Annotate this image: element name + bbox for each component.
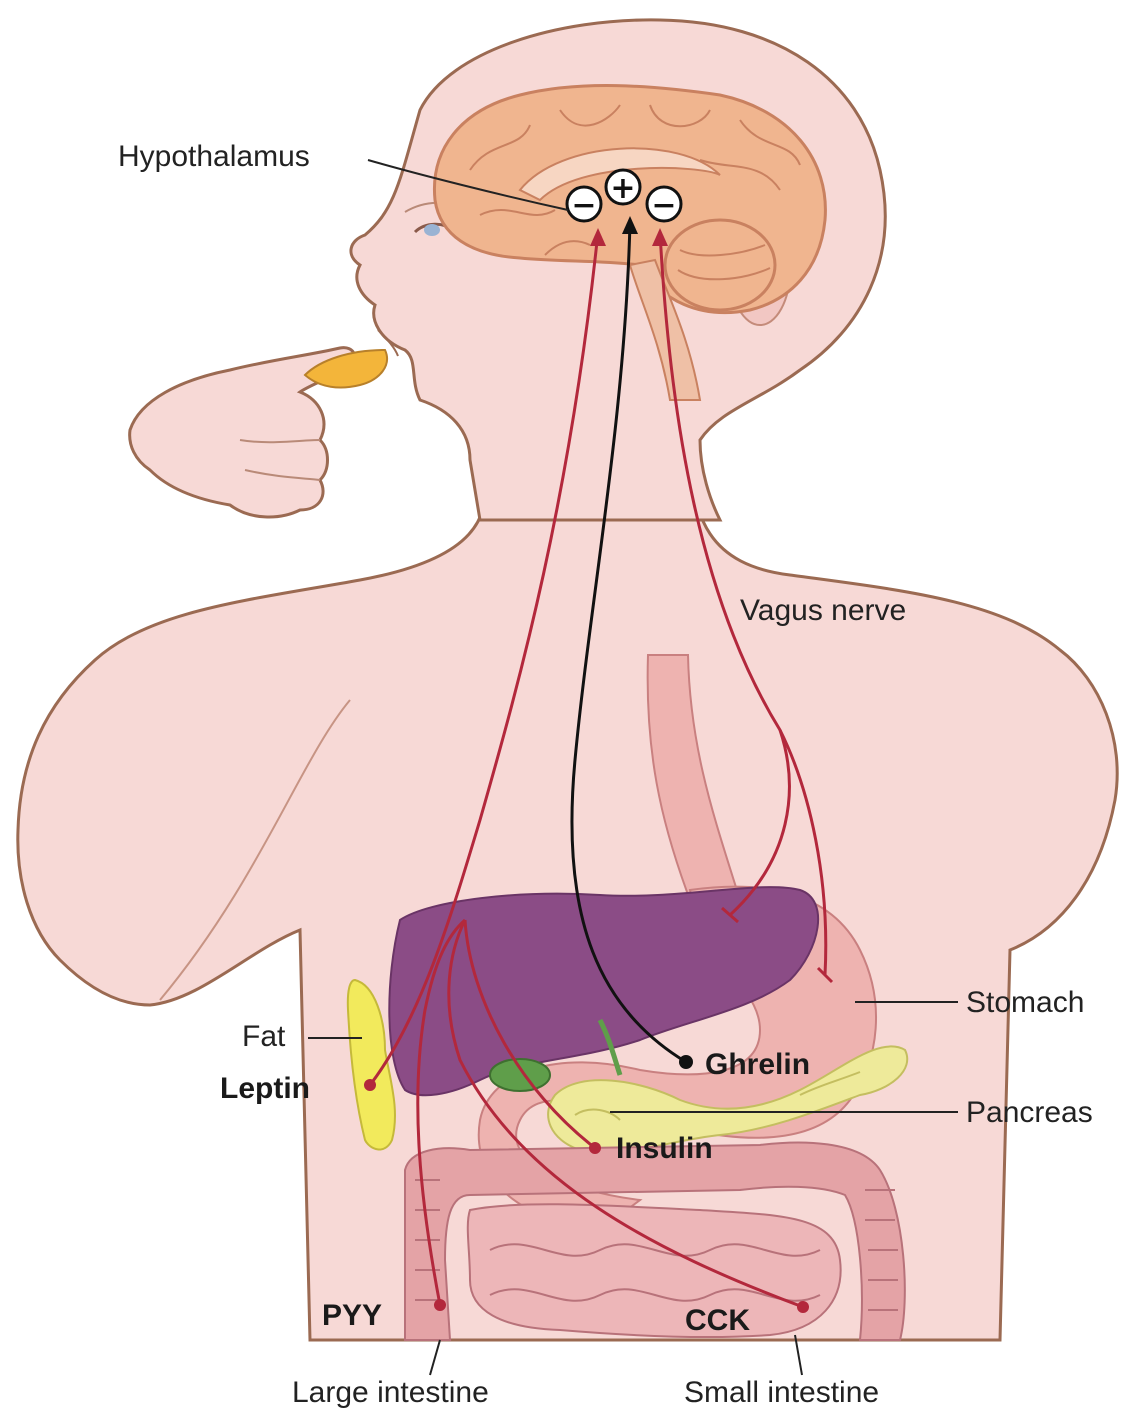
vagus-branch (728, 729, 791, 917)
large-intestine-label: Large intestine (292, 1376, 489, 1408)
ghrelin-arrowhead (622, 216, 638, 234)
leader-lines (308, 159, 958, 1376)
brainstem (628, 258, 702, 401)
insulin-pathway (463, 919, 596, 1150)
pyy-label: PYY (322, 1299, 382, 1332)
bile-duct (597, 1018, 623, 1076)
ghrelin-source-dot (679, 1055, 693, 1069)
small-intestine-organ (466, 1203, 842, 1339)
insulin-source-dot (589, 1142, 601, 1154)
hypothalamus-markers: − + − (565, 168, 683, 223)
leptin-source-dot (364, 1079, 376, 1091)
cck-label: CCK (685, 1304, 750, 1337)
fat-tissue (346, 978, 396, 1151)
hypothalamus-leader (367, 159, 569, 211)
nerve-endings (721, 906, 834, 984)
vagus-arrowhead (652, 228, 668, 246)
hypothalamus-label: Hypothalamus (118, 140, 310, 173)
stimulate-marker (604, 168, 642, 206)
hand (128, 346, 388, 519)
iris (424, 224, 440, 236)
food-chip (303, 348, 388, 389)
lips (377, 329, 399, 357)
small-intestine-leader (794, 1334, 803, 1376)
small-intestine-label: Small intestine (684, 1376, 879, 1408)
large-intestine-leader (429, 1339, 441, 1376)
inhibit-sign-right: − (651, 188, 676, 223)
liver (388, 886, 820, 1097)
torso (16, 438, 1119, 1342)
leptin-label: Leptin (220, 1072, 310, 1105)
finger-lines (239, 439, 321, 481)
large-intestine-organ (404, 1141, 906, 1341)
brain-gyri (469, 104, 801, 216)
inhibit-sign-left: − (571, 188, 596, 223)
stomach-label: Stomach (966, 986, 1084, 1019)
pituitary (544, 240, 591, 256)
fat-label: Fat (242, 1020, 286, 1053)
cerebellum-folds (677, 244, 771, 281)
gallbladder (489, 1058, 551, 1092)
arm-crease (159, 699, 351, 1001)
hand-shape (128, 346, 357, 519)
inhibit-marker-left (565, 185, 603, 223)
insulin-label: Insulin (616, 1132, 713, 1165)
leptin-pathway (368, 231, 600, 1086)
pyy-pathway (416, 918, 466, 1306)
leptin-arrowhead (590, 228, 606, 246)
cck-pathway (447, 919, 804, 1309)
cck-source-dot (797, 1301, 809, 1313)
corpus-callosum (518, 147, 721, 202)
ghrelin-label: Ghrelin (705, 1048, 810, 1081)
ghrelin-pathway (570, 221, 687, 1064)
pyy-source-dot (434, 1299, 446, 1311)
vagus-pathway (658, 231, 828, 976)
cerebellum (663, 218, 777, 312)
intestines (404, 1141, 906, 1341)
stimulate-sign: + (610, 171, 635, 206)
inhibit-marker-right (645, 185, 683, 223)
vagus-nerve-label: Vagus nerve (740, 594, 906, 627)
pancreas-label: Pancreas (966, 1096, 1093, 1129)
signal-pathways (364, 216, 834, 1313)
intestine-coils (489, 1243, 821, 1302)
